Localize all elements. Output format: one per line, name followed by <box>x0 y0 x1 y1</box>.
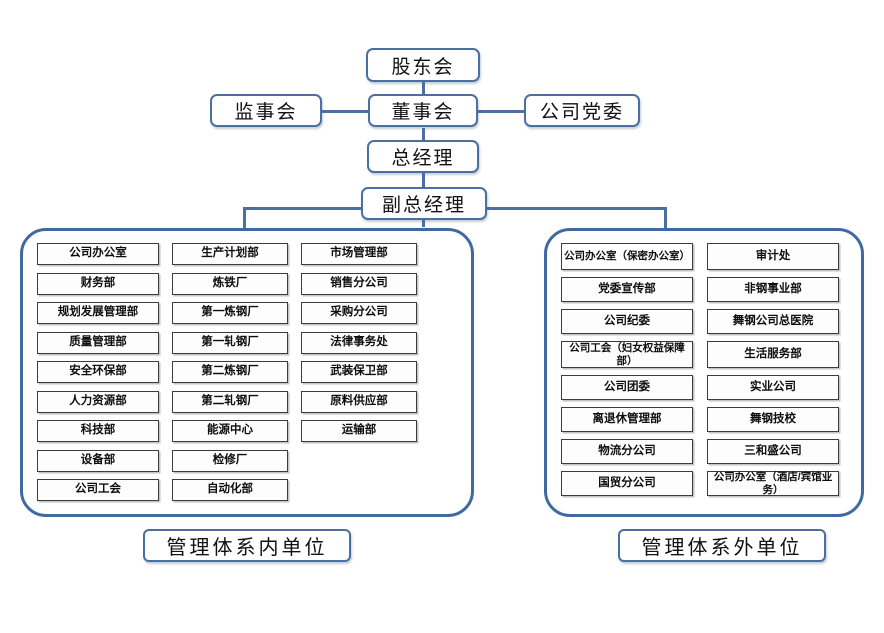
dept-cell[interactable]: 能源中心 <box>172 420 288 442</box>
dept-cell[interactable]: 采购分公司 <box>301 302 417 324</box>
dept-cell[interactable]: 实业公司 <box>707 375 839 400</box>
dept-cell[interactable]: 公司团委 <box>561 375 693 400</box>
inside-col-2: 生产计划部 炼铁厂 第一炼钢厂 第一轧钢厂 第二炼钢厂 第二轧钢厂 能源中心 检… <box>172 243 288 502</box>
dept-cell[interactable]: 市场管理部 <box>301 243 417 265</box>
dept-cell[interactable]: 生产计划部 <box>172 243 288 265</box>
connector-supervisors-to-board <box>322 110 370 113</box>
node-general-manager[interactable]: 总经理 <box>367 140 479 173</box>
inside-col-3: 市场管理部 销售分公司 采购分公司 法律事务处 武装保卫部 原料供应部 运输部 <box>301 243 417 502</box>
dept-cell[interactable]: 规划发展管理部 <box>37 302 159 324</box>
dept-cell[interactable]: 安全环保部 <box>37 361 159 383</box>
dept-cell[interactable]: 公司办公室 <box>37 243 159 265</box>
dept-cell[interactable]: 第一轧钢厂 <box>172 331 288 354</box>
dept-cell[interactable]: 公司工会（妇女权益保障部） <box>561 341 693 368</box>
dept-cell[interactable]: 离退休管理部 <box>561 407 693 432</box>
dept-cell[interactable]: 科技部 <box>37 420 159 442</box>
node-board-of-directors[interactable]: 董事会 <box>368 94 478 127</box>
inside-col-1: 公司办公室 财务部 规划发展管理部 质量管理部 安全环保部 人力资源部 科技部 … <box>37 243 159 502</box>
connector-board-to-gm <box>422 128 425 149</box>
dept-cell[interactable]: 舞钢技校 <box>707 407 839 432</box>
dept-cell[interactable]: 第二炼钢厂 <box>172 361 288 383</box>
node-supervisors[interactable]: 监事会 <box>210 94 322 127</box>
node-party-committee[interactable]: 公司党委 <box>524 94 640 127</box>
dept-cell[interactable]: 公司办公室（保密办公室） <box>561 243 693 270</box>
caption-inside-management-system: 管理体系内单位 <box>143 529 351 562</box>
dept-cell[interactable]: 三和盛公司 <box>707 439 839 464</box>
caption-outside-management-system: 管理体系外单位 <box>618 529 826 562</box>
outside-col-1: 公司办公室（保密办公室） 党委宣传部 公司纪委 公司工会（妇女权益保障部） 公司… <box>561 243 693 502</box>
dept-cell[interactable]: 党委宣传部 <box>561 277 693 302</box>
dept-cell[interactable]: 第一炼钢厂 <box>172 302 288 324</box>
dept-cell[interactable]: 原料供应部 <box>301 390 417 413</box>
connector-gm-to-dgm <box>422 172 425 192</box>
dept-cell[interactable]: 物流分公司 <box>561 439 693 464</box>
outside-col-2: 审计处 非钢事业部 舞钢公司总医院 生活服务部 实业公司 舞钢技校 三和盛公司 … <box>707 243 839 502</box>
dept-cell[interactable]: 人力资源部 <box>37 390 159 413</box>
dept-cell[interactable]: 审计处 <box>707 243 839 270</box>
dept-cell[interactable]: 公司工会 <box>37 479 159 501</box>
dept-cell[interactable]: 国贸分公司 <box>561 471 693 496</box>
dept-cell[interactable]: 舞钢公司总医院 <box>707 309 839 334</box>
node-shareholders[interactable]: 股东会 <box>366 48 480 82</box>
dept-cell[interactable]: 炼铁厂 <box>172 272 288 295</box>
node-deputy-general-manager[interactable]: 副总经理 <box>361 187 487 220</box>
dept-cell[interactable]: 设备部 <box>37 449 159 472</box>
dept-cell[interactable]: 第二轧钢厂 <box>172 390 288 413</box>
dept-cell[interactable]: 公司纪委 <box>561 309 693 334</box>
group-outside-management-system: 公司办公室（保密办公室） 党委宣传部 公司纪委 公司工会（妇女权益保障部） 公司… <box>544 228 864 517</box>
dept-cell[interactable]: 法律事务处 <box>301 331 417 354</box>
dept-cell[interactable]: 质量管理部 <box>37 331 159 354</box>
dept-cell[interactable]: 财务部 <box>37 272 159 295</box>
dept-cell[interactable]: 销售分公司 <box>301 272 417 295</box>
dept-cell[interactable]: 检修厂 <box>172 449 288 472</box>
dept-cell[interactable]: 自动化部 <box>172 479 288 501</box>
dept-cell[interactable]: 公司办公室（酒店/宾馆业务） <box>707 471 839 496</box>
connector-board-to-party <box>476 110 524 113</box>
dept-cell[interactable]: 生活服务部 <box>707 341 839 368</box>
connector-dgm-stem <box>422 215 425 227</box>
dept-cell[interactable]: 运输部 <box>301 420 417 442</box>
dept-cell[interactable]: 武装保卫部 <box>301 361 417 383</box>
connector-bus-to-outside-group <box>664 207 667 233</box>
dept-cell[interactable]: 非钢事业部 <box>707 277 839 302</box>
group-inside-management-system: 公司办公室 财务部 规划发展管理部 质量管理部 安全环保部 人力资源部 科技部 … <box>20 228 474 517</box>
connector-bus-to-inside-group <box>243 207 246 233</box>
